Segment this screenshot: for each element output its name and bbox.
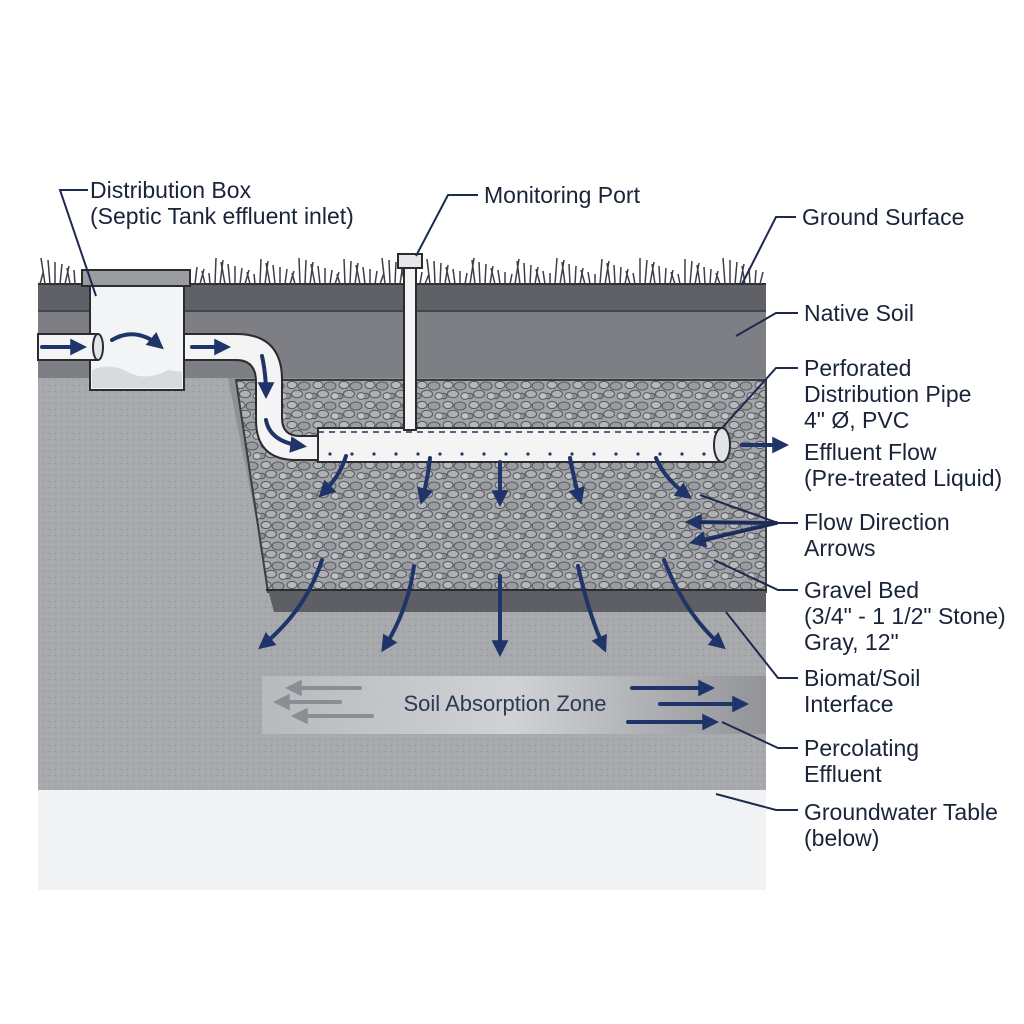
label-monitoring-port: Monitoring Port: [484, 182, 641, 208]
label-effluent-flow: Effluent Flow (Pre-treated Liquid): [804, 439, 1002, 491]
arrow-elbow-down: [257, 354, 275, 400]
arrow-elbow-turn: [264, 418, 308, 453]
label-ground-surface: Ground Surface: [802, 204, 964, 230]
label-distribution-box: Distribution Box (Septic Tank effluent i…: [90, 177, 354, 229]
label-biomat: Biomat/Soil Interface: [804, 665, 927, 717]
soil-absorption-zone: Soil Absorption Zone: [262, 676, 766, 734]
label-percolating: Percolating Effluent: [804, 735, 925, 787]
distribution-box: [81, 269, 191, 391]
arrow-perc-2: [381, 564, 416, 653]
arrow-perf-1: [318, 454, 348, 498]
grass: [39, 257, 764, 285]
arrow-perc-5: [662, 558, 726, 650]
label-groundwater: Groundwater Table (below): [804, 799, 1004, 851]
arrow-perf-5: [654, 456, 693, 500]
leader-lines: [58, 189, 798, 811]
label-flow-direction: Flow Direction Arrows: [804, 509, 956, 561]
arrow-perc-1: [258, 558, 324, 650]
label-gravel-bed: Gravel Bed (3/4" - 1 1/2" Stone) Gray, 1…: [804, 577, 1012, 655]
arrow-in-box: [110, 332, 164, 350]
arrow-perf-2: [416, 456, 434, 505]
perforated-distribution-pipe: [317, 427, 731, 463]
topsoil-layer: [38, 284, 766, 312]
groundwater-table: [38, 790, 766, 890]
arrow-perc-4: [576, 564, 607, 653]
biomat-layer: [268, 590, 766, 612]
label-native-soil: Native Soil: [804, 300, 914, 326]
arrow-perf-4: [568, 456, 585, 505]
zone-label: Soil Absorption Zone: [403, 691, 606, 716]
callout-labels: Distribution Box (Septic Tank effluent i…: [90, 177, 1012, 851]
monitoring-port: [397, 253, 423, 431]
label-perforated-pipe: Perforated Distribution Pipe 4" Ø, PVC: [804, 355, 978, 433]
